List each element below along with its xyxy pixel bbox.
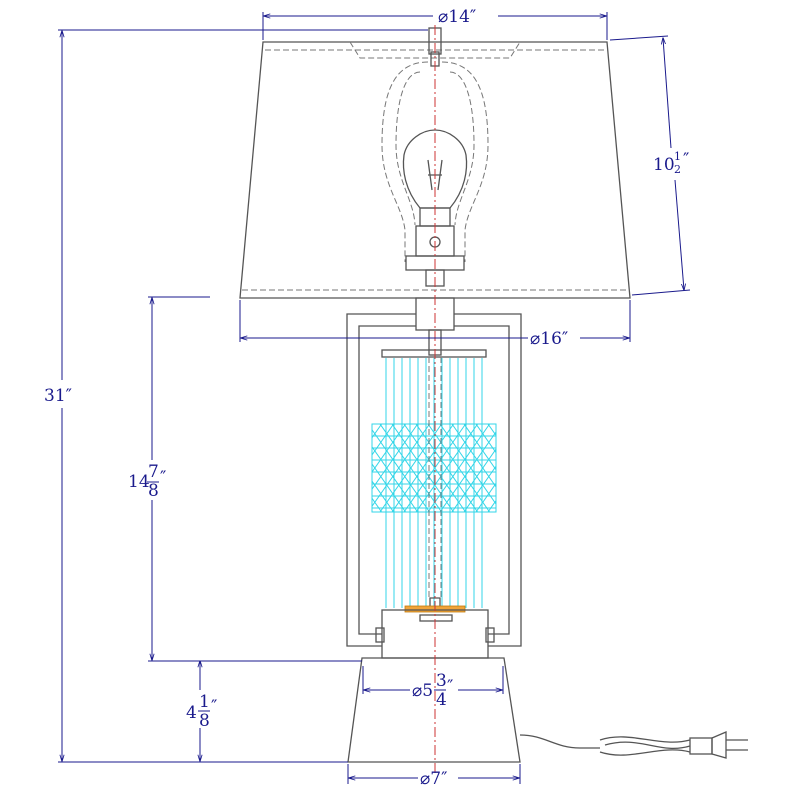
glass-lattice-diagonal	[548, 424, 610, 512]
glass-lattice-diagonal	[372, 445, 419, 512]
glass-lattice-diagonal	[560, 424, 622, 512]
glass-lattice-diagonal	[524, 424, 586, 512]
glass-lattice-diagonal	[451, 424, 496, 488]
glass-lattice-diagonal	[379, 424, 443, 512]
svg-text:2: 2	[674, 163, 681, 176]
dimension-base-height: 4 1 8 ″	[186, 661, 217, 761]
svg-text:⌀14″: ⌀14″	[438, 7, 476, 27]
glass-lattice-diagonal	[284, 424, 346, 512]
glass-lattice-diagonal	[415, 424, 479, 512]
svg-text:″: ″	[160, 468, 166, 488]
dimension-base-top-diameter: ⌀5 3 4 ″	[362, 666, 504, 710]
svg-text:4: 4	[186, 703, 197, 723]
glass-lattice	[284, 423, 646, 513]
glass-lattice-diagonal	[536, 424, 598, 512]
light-bulb	[402, 129, 468, 209]
svg-text:31″: 31″	[44, 386, 72, 406]
glass-lattice-diagonal	[463, 424, 496, 471]
svg-text:⌀5: ⌀5	[412, 681, 433, 701]
glass-lattice-diagonal	[372, 424, 395, 456]
power-plug	[689, 731, 748, 759]
dimension-shade-height: 10 1 2 ″	[609, 35, 691, 296]
dimension-shade-top-diameter: ⌀14″	[262, 7, 608, 40]
glass-lattice-diagonal	[572, 424, 634, 512]
glass-lattice-diagonal	[560, 424, 622, 512]
glass-lattice-diagonal	[572, 424, 634, 512]
glass-lattice-diagonal	[391, 424, 455, 512]
glass-lattice-diagonal	[308, 424, 370, 512]
glass-lattice-diagonal	[372, 463, 407, 512]
glass-lattice-diagonal	[296, 424, 358, 512]
svg-text:7: 7	[148, 462, 159, 482]
svg-text:⌀16″: ⌀16″	[530, 329, 568, 349]
glass-lattice-diagonal	[308, 424, 370, 512]
glass-lattice-diagonal	[475, 424, 496, 454]
glass-lattice-diagonal	[372, 428, 431, 512]
glass-lattice-diagonal	[475, 482, 496, 512]
glass-lattice-diagonal	[524, 424, 586, 512]
glass-rods	[385, 358, 483, 608]
glass-lattice-diagonal	[284, 424, 346, 512]
glass-lattice-diagonal	[427, 424, 491, 512]
dimension-body-height: 14 7 8 ″	[128, 296, 362, 662]
glass-lattice-diagonal	[439, 424, 496, 505]
svg-text:1: 1	[199, 692, 210, 712]
svg-text:14: 14	[128, 472, 150, 492]
glass-lattice-diagonal	[584, 424, 646, 512]
glass-lattice-diagonals	[284, 424, 646, 512]
dimension-base-bottom-diameter: ⌀7″	[347, 764, 521, 789]
dimension-total-height: 31″	[44, 29, 428, 763]
glass-body	[284, 349, 646, 659]
glass-lattice-diagonal	[584, 424, 646, 512]
metal-frame	[346, 313, 522, 647]
lamp-base	[347, 657, 521, 763]
svg-text:10: 10	[653, 155, 675, 175]
svg-text:″: ″	[447, 677, 453, 697]
glass-lattice-diagonal	[487, 499, 496, 512]
svg-text:1: 1	[674, 150, 681, 163]
glass-lattice-diagonal	[536, 424, 598, 512]
svg-text:8: 8	[148, 481, 159, 501]
svg-text:4: 4	[436, 690, 447, 710]
svg-text:3: 3	[436, 671, 447, 691]
svg-text:″: ″	[683, 150, 689, 170]
glass-lattice-diagonal	[296, 424, 358, 512]
glass-lattice-diagonal	[372, 480, 395, 512]
dimension-shade-bottom-diameter: ⌀16″	[239, 300, 631, 349]
svg-text:⌀7″: ⌀7″	[420, 769, 447, 789]
glass-lattice-diagonal	[487, 424, 496, 437]
svg-text:8: 8	[199, 711, 210, 731]
glass-lattice-diagonal	[403, 424, 467, 512]
power-cord	[519, 734, 691, 756]
svg-text:″: ″	[211, 697, 217, 717]
glass-lattice-diagonal	[548, 424, 610, 512]
